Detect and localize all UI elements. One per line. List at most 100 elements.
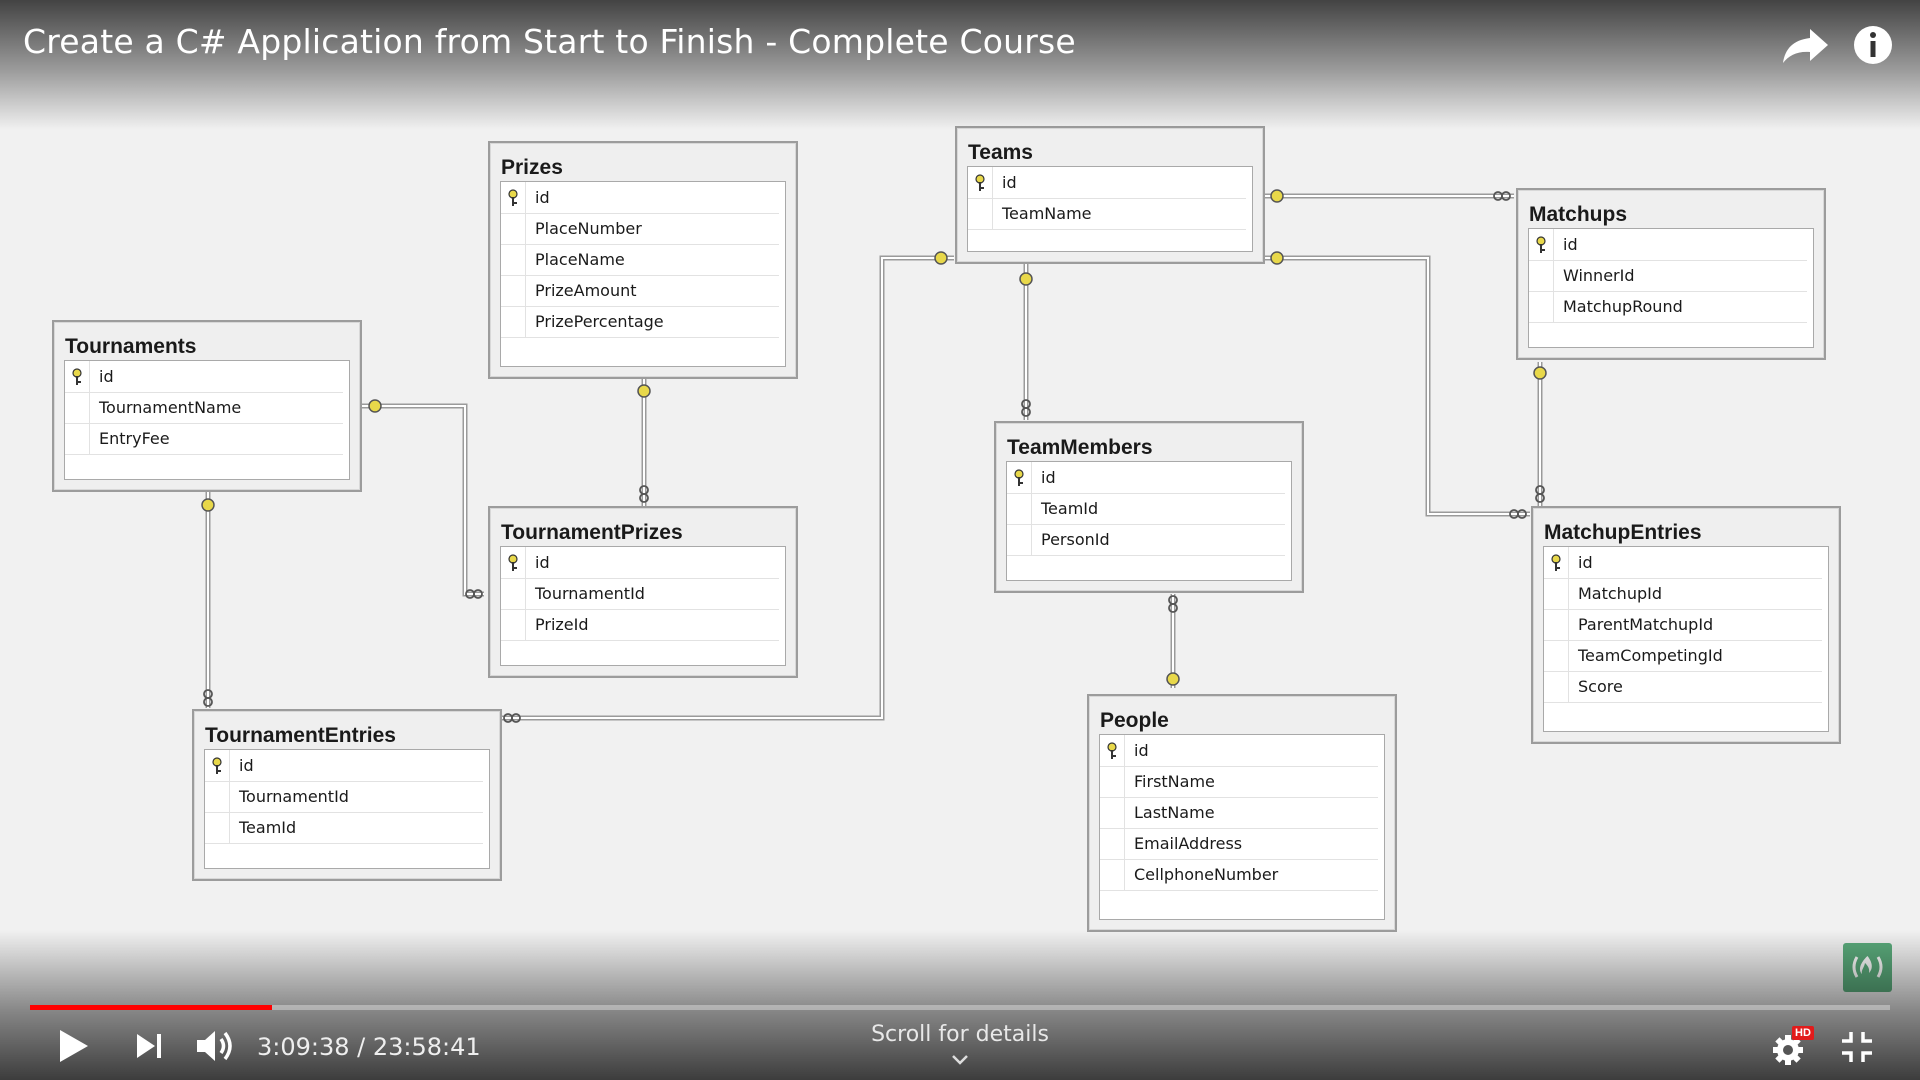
table-people: People id FirstName LastName EmailAddres… <box>1087 694 1397 932</box>
table-matchups: Matchups id WinnerId MatchupRound <box>1516 188 1826 360</box>
column-row: id <box>1100 735 1378 767</box>
info-icon[interactable] <box>1852 24 1894 66</box>
table-title: Teams <box>968 141 1033 164</box>
key-endpoint <box>1270 189 1284 203</box>
many-endpoint <box>639 485 649 503</box>
column-grid: id TournamentId TeamId <box>204 749 490 869</box>
column-row: TournamentId <box>205 781 483 813</box>
key-endpoint <box>201 498 215 512</box>
volume-icon[interactable] <box>194 1026 240 1066</box>
primary-key-icon <box>975 174 985 191</box>
column-row: FirstName <box>1100 766 1378 798</box>
column-row: id <box>205 750 483 782</box>
column-grid: id TournamentName EntryFee <box>64 360 350 480</box>
column-grid: id FirstName LastName EmailAddress Cellp… <box>1099 734 1385 920</box>
hd-badge: HD <box>1792 1026 1814 1040</box>
table-title: Tournaments <box>65 335 197 358</box>
channel-logo-icon[interactable] <box>1843 943 1892 992</box>
primary-key-icon <box>508 554 518 571</box>
column-row: TeamCompetingId <box>1544 640 1822 672</box>
column-grid: id TeamId PersonId <box>1006 461 1292 581</box>
table-title: TournamentPrizes <box>501 521 683 544</box>
table-title: Prizes <box>501 156 563 179</box>
table-title: TeamMembers <box>1007 436 1153 459</box>
column-grid: id TournamentId PrizeId <box>500 546 786 666</box>
column-row: id <box>1529 229 1807 261</box>
progress-played <box>30 1005 272 1010</box>
progress-bar[interactable] <box>30 1005 1890 1010</box>
relationship-line <box>1264 257 1530 515</box>
many-endpoint <box>1509 509 1527 519</box>
table-tournaments: Tournaments id TournamentName EntryFee <box>52 320 362 492</box>
many-endpoint <box>1021 399 1031 417</box>
table-team-members: TeamMembers id TeamId PersonId <box>994 421 1304 593</box>
column-row: PrizeAmount <box>501 275 779 307</box>
column-row: TeamName <box>968 198 1246 230</box>
table-teams: Teams id TeamName <box>955 126 1265 264</box>
column-row: id <box>1007 462 1285 494</box>
column-row: LastName <box>1100 797 1378 829</box>
key-endpoint <box>1533 366 1547 380</box>
many-endpoint <box>1493 191 1511 201</box>
relationship-line <box>500 257 954 719</box>
column-row: TournamentName <box>65 392 343 424</box>
table-title: Matchups <box>1529 203 1628 226</box>
column-row: TeamId <box>205 812 483 844</box>
column-row: MatchupId <box>1544 578 1822 610</box>
key-endpoint <box>637 384 651 398</box>
table-title: People <box>1100 709 1169 732</box>
column-grid: id PlaceNumber PlaceName PrizeAmount Pri… <box>500 181 786 367</box>
column-row: PrizePercentage <box>501 306 779 338</box>
scroll-for-details[interactable]: Scroll for details <box>871 1022 1049 1047</box>
column-row: id <box>968 167 1246 199</box>
column-row: Score <box>1544 671 1822 703</box>
primary-key-icon <box>1014 469 1024 486</box>
column-row: WinnerId <box>1529 260 1807 292</box>
column-row: MatchupRound <box>1529 291 1807 323</box>
table-title: TournamentEntries <box>205 724 396 747</box>
primary-key-icon <box>508 189 518 206</box>
primary-key-icon <box>1536 236 1546 253</box>
many-endpoint <box>503 713 521 723</box>
column-row: EntryFee <box>65 423 343 455</box>
table-prizes: Prizes id PlaceNumber PlaceName PrizeAmo… <box>488 141 798 379</box>
table-matchup-entries: MatchupEntries id MatchupId ParentMatchu… <box>1531 506 1841 744</box>
column-row: PersonId <box>1007 524 1285 556</box>
primary-key-icon <box>72 368 82 385</box>
next-icon[interactable] <box>134 1031 164 1061</box>
column-row: ParentMatchupId <box>1544 609 1822 641</box>
column-row: PlaceName <box>501 244 779 276</box>
column-grid: id WinnerId MatchupRound <box>1528 228 1814 348</box>
chevron-down-icon[interactable] <box>951 1054 969 1066</box>
column-row: PrizeId <box>501 609 779 641</box>
column-row: id <box>501 182 779 214</box>
relationship-line <box>362 405 484 595</box>
time-display: 3:09:38 / 23:58:41 <box>257 1033 481 1061</box>
primary-key-icon <box>1551 554 1561 571</box>
column-row: CellphoneNumber <box>1100 859 1378 891</box>
play-icon[interactable] <box>56 1028 90 1064</box>
key-endpoint <box>1019 272 1033 286</box>
column-grid: id TeamName <box>967 166 1253 252</box>
exit-fullscreen-icon[interactable] <box>1840 1030 1874 1064</box>
settings-gear-icon[interactable]: HD <box>1770 1026 1814 1068</box>
share-arrow-icon[interactable] <box>1780 25 1832 65</box>
table-title: MatchupEntries <box>1544 521 1702 544</box>
table-tournament-prizes: TournamentPrizes id TournamentId PrizeId <box>488 506 798 678</box>
key-endpoint <box>1166 672 1180 686</box>
key-endpoint <box>934 251 948 265</box>
many-endpoint <box>1535 485 1545 503</box>
key-endpoint <box>368 399 382 413</box>
column-row: id <box>501 547 779 579</box>
video-title[interactable]: Create a C# Application from Start to Fi… <box>23 22 1076 61</box>
primary-key-icon <box>212 757 222 774</box>
column-row: TeamId <box>1007 493 1285 525</box>
column-row: id <box>1544 547 1822 579</box>
many-endpoint <box>1168 595 1178 613</box>
table-tournament-entries: TournamentEntries id TournamentId TeamId <box>192 709 502 881</box>
column-row: PlaceNumber <box>501 213 779 245</box>
primary-key-icon <box>1107 742 1117 759</box>
column-row: TournamentId <box>501 578 779 610</box>
